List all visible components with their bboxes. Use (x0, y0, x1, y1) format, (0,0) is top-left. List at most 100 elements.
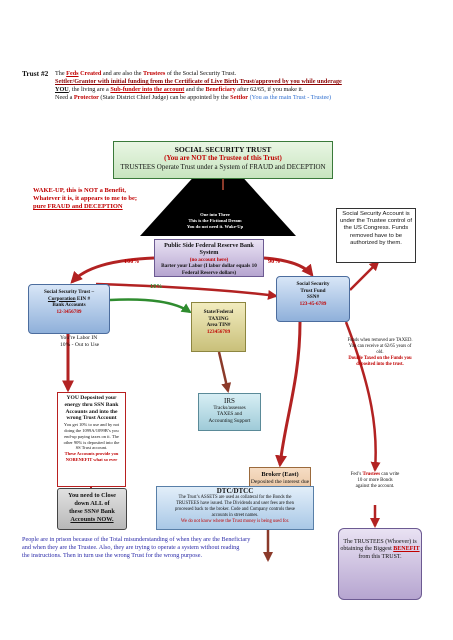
arrow-right-to-broker (275, 321, 302, 468)
percent-label-mid: 10% (150, 283, 163, 290)
close-l2: down ALL of (74, 500, 110, 507)
dtc-node: DTC/DTCC The Trust’s ASSETS are used as … (156, 486, 314, 530)
ss-left-bank: Bank Accounts (52, 302, 86, 309)
arrow-left-to-taxing (109, 298, 192, 314)
ss-left-title: Social Security Trust – (43, 289, 95, 295)
ss-congress-note: Social Security Account is under the Tru… (336, 208, 416, 263)
irs-node: IRS Tracks/assesses TAXES and Accounting… (198, 393, 261, 431)
pyramid-line: This is the Fictional Dream (188, 217, 242, 223)
fedtr-a: Fed’s (350, 472, 363, 477)
bottom-line: People are in prison because of the Tota… (22, 536, 251, 543)
wakeup-line: Whatever it is, it appears to me to be; (33, 195, 138, 203)
trustees-word: Trustees (143, 70, 166, 77)
ss-right-l3: SSN# (306, 294, 320, 301)
taxing-number: 123456789 (206, 328, 231, 335)
dtc-title: DTC/DTCC (216, 487, 254, 495)
close-accounts-box: You need to Close down ALL of these SSN#… (57, 488, 127, 530)
close-l3: these SSN# Bank (69, 508, 115, 515)
arrow-fed-to-right (263, 256, 314, 277)
deposit-end: These Accounts provide you NOBENEFIT wha… (64, 451, 119, 462)
arrow-taxing-irs (217, 351, 232, 393)
fedtr-c: can write 10 or more Bonds against the a… (355, 472, 400, 490)
intro-text: , the living are a (68, 86, 111, 94)
benefit-word: BENEFIT (393, 546, 420, 553)
taxed-line: You can receive at 62/65 years of old. (348, 344, 412, 355)
bottom-paragraph: People are in prison because of the Tota… (22, 536, 338, 560)
wakeup-line: pure FRAUD and DECEPTION (33, 203, 123, 211)
irs-l2: TAXES and (216, 411, 243, 418)
ss-right-number: 123-45-6789 (299, 300, 327, 307)
labor-in-line: You’re Labor IN (60, 335, 98, 341)
taxing-l2: TAXING (208, 315, 229, 322)
intro-line-4: Need a Protector (State District Chief J… (55, 94, 432, 102)
irs-title: IRS (224, 397, 235, 405)
taxing-l3: Area TIN# (206, 322, 231, 329)
arrow-fed-to-left (70, 256, 155, 284)
taxed-line: Funds when removed are TAXED. (347, 338, 413, 343)
created-word: Created (80, 70, 102, 77)
taxed-line-double: Double Taxed on the Funds you deposited … (348, 356, 412, 367)
broker-title: Broker (East) (261, 471, 299, 478)
intro-line-2: Settler/Grantor with initial funding fro… (55, 78, 342, 86)
intro-text: (You as the main Trust - Trustee) (248, 94, 332, 102)
deposit-note-box: YOU Deposited your energy thru SSN Bank … (57, 392, 126, 487)
trustees-text: The TRUSTEES (Whoever) is obtaining the … (340, 539, 417, 553)
dtc-l1: The Trust’s ASSETS are used as collatera… (178, 494, 292, 500)
intro-text: The (55, 70, 67, 77)
intro-line-1: The Feds Created and are also the Truste… (55, 70, 432, 78)
pyramid-line: You do not need it. Wake-Up (186, 223, 244, 229)
fed-trustees-note: Fed’s Trustees can write 10 or more Bond… (350, 472, 400, 490)
beneficiary-word: Beneficiary (205, 86, 236, 94)
subfunder-phrase: Sub-funder into the account (110, 86, 185, 94)
intro-text: and the (184, 86, 206, 94)
arrow-left-to-right (95, 282, 278, 300)
dtc-l2: TRUSTEES have issued. The Dividends and … (176, 500, 294, 506)
labor-in-line: 10% - Out to Use (60, 342, 100, 348)
intro-text: after 62/65, if you make it. (235, 86, 304, 94)
fed-note: (no account here) (189, 256, 229, 263)
irs-l3: Accounting Support (208, 417, 251, 424)
ss-left-corp: Corporation (47, 295, 76, 302)
fed-title: Public Side Federal Reserve Bank System (164, 242, 254, 257)
ss-trust-corporation-node: Social Security Trust – Corporation EIN … (28, 284, 110, 334)
taxing-l1: State/Federal (203, 309, 234, 315)
ss-left-number: 12-3456789 (56, 308, 82, 315)
arrow-right-to-fedtrustees (344, 321, 381, 472)
intro-text: of the Social Security Trust. (165, 70, 237, 77)
protector-word: Protector (73, 94, 99, 102)
ss-left-ein: EIN # (75, 295, 91, 302)
arrow-right-to-note (349, 260, 380, 291)
close-l1: You need to Close (68, 492, 116, 499)
close-l4: Accounts NOW. (70, 516, 114, 523)
fedtr-trustees: Trustees (362, 472, 381, 477)
wakeup-note: WAKE-UP, this is NOT a Benefit, Whatever… (33, 187, 183, 212)
trustees-text-end: from this TRUST. (358, 553, 402, 560)
pyramid-line: One into Three (200, 212, 230, 217)
wakeup-line: WAKE-UP, this is NOT a Benefit, (33, 187, 126, 194)
percent-label-left: 100% (124, 258, 140, 265)
intro-paragraph: Trust #2 The Feds Created and are also t… (22, 69, 432, 102)
intro-text: and are also the (101, 70, 144, 77)
ss-trust-title: SOCIAL SECURITY TRUST (174, 145, 272, 154)
ss-trust-subtitle: (You are NOT the Trustee of this Trust) (164, 154, 282, 162)
funds-taxed-note: Funds when removed are TAXED. You can re… (346, 338, 414, 368)
dtc-l3: processed back to the broker. Code and C… (174, 506, 296, 512)
pyramid-text: One into Three This is the Fictional Dre… (165, 212, 265, 229)
social-security-trust-box: SOCIAL SECURITY TRUST (You are NOT the T… (113, 141, 333, 179)
intro-text: (State District Chief Judge) can be appo… (98, 94, 231, 102)
bottom-line: and when they are the Trustee. Also, the… (22, 544, 240, 551)
deposit-body: You get 10% to use and by not doing the … (63, 422, 120, 451)
taxing-area-node: State/Federal TAXING Area TIN# 123456789 (191, 302, 246, 352)
percent-label-right: 90% (268, 258, 281, 265)
ss-right-l2: Trust Fund (300, 287, 326, 294)
intro-text: Need a (55, 94, 74, 102)
you-word: YOU (55, 86, 69, 94)
dtc-l4: accounts in street names. (211, 512, 259, 518)
trustees-benefit-box: The TRUSTEES (Whoever) is obtaining the … (338, 528, 422, 600)
federal-reserve-node: Public Side Federal Reserve Bank System … (154, 239, 264, 277)
bottom-line: the instructions. Then in turn use the w… (22, 552, 202, 559)
trust-number-label: Trust #2 (22, 69, 49, 78)
fed-line: Barter your Labor (I labor dollar equals… (161, 263, 257, 276)
feds-link: Feds (66, 70, 79, 77)
deposit-title: YOU Deposited your energy thru SSN Bank … (64, 395, 119, 422)
